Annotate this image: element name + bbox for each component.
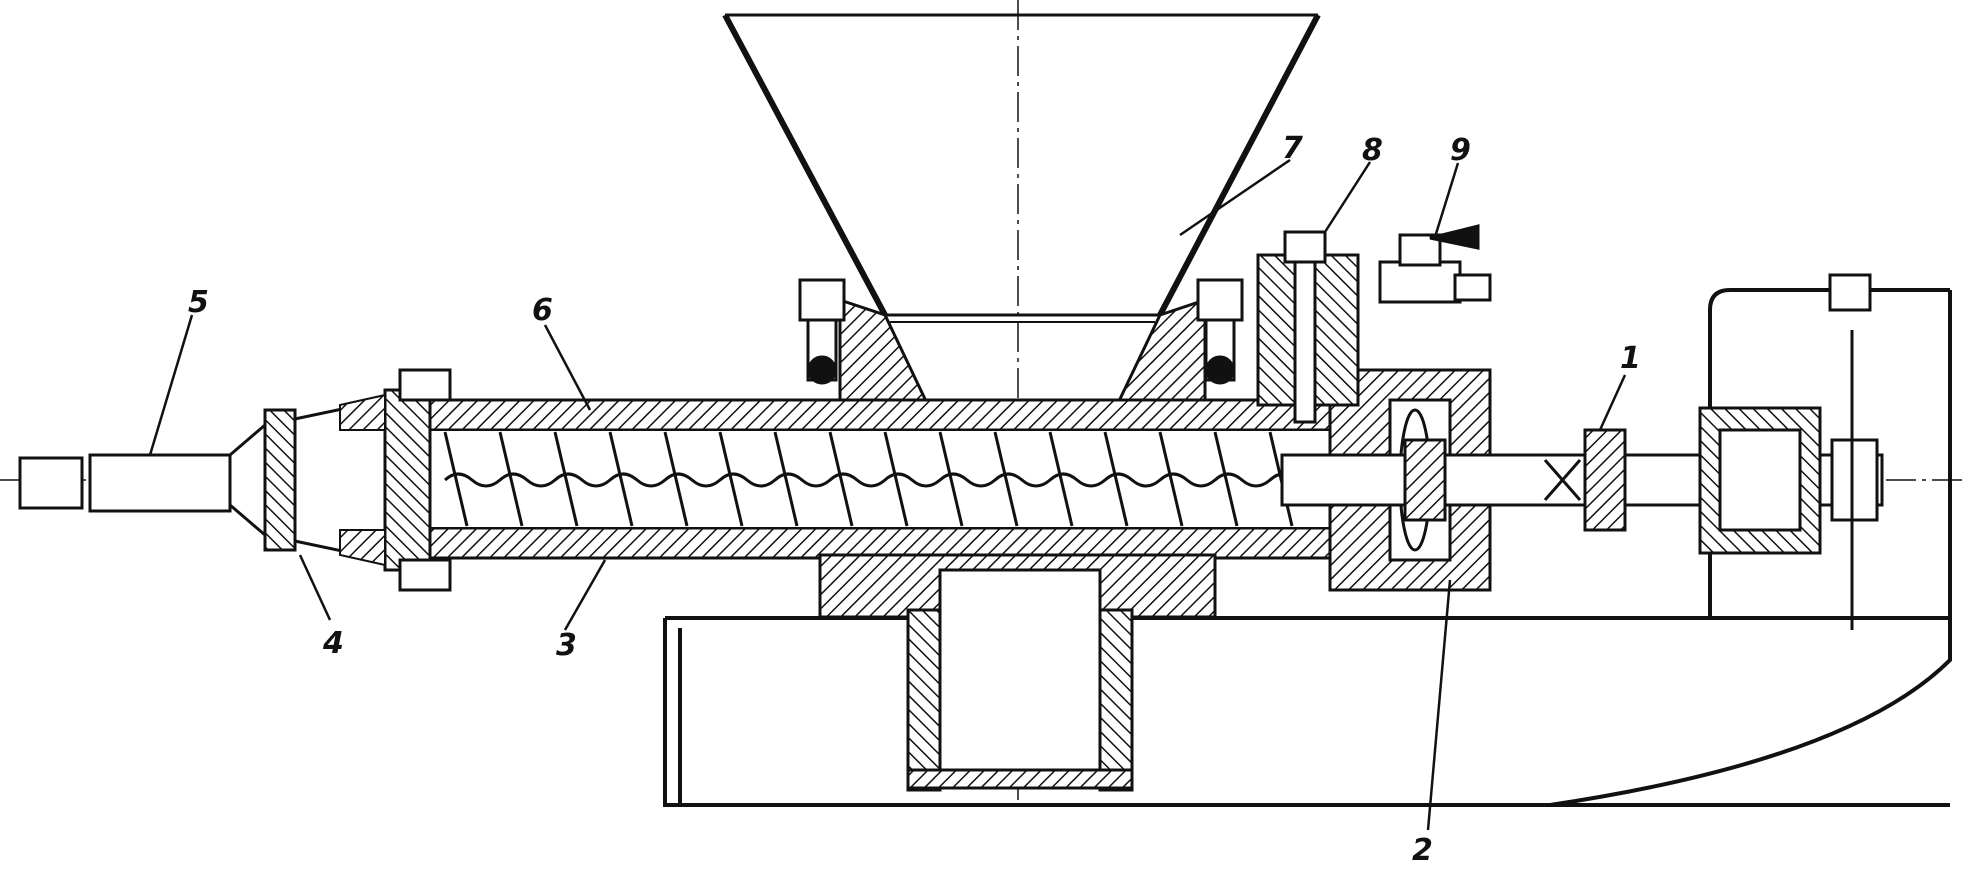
callout-2: 2 bbox=[1412, 833, 1433, 868]
screw-flight bbox=[828, 431, 854, 527]
nozzle-taper bbox=[228, 421, 267, 539]
screw-flight bbox=[443, 431, 469, 527]
callout-5: 5 bbox=[188, 285, 209, 320]
outlet-pipe bbox=[18, 453, 232, 513]
screw-flight bbox=[1213, 431, 1239, 527]
hopper bbox=[722, 13, 1321, 323]
nozzle-nut bbox=[263, 408, 297, 552]
callout-labels: 1 2 3 4 5 6 7 8 9 bbox=[188, 131, 1641, 868]
bearing-housing bbox=[1698, 273, 1950, 630]
callout-1: 1 bbox=[1620, 341, 1641, 376]
screw-flight bbox=[498, 431, 524, 527]
screw-flight bbox=[553, 431, 579, 527]
end-cap-bolt-bottom bbox=[398, 558, 452, 592]
callout-6: 6 bbox=[532, 293, 553, 328]
screw-flight bbox=[1158, 431, 1184, 527]
screw-flight bbox=[938, 431, 964, 527]
callout-9: 9 bbox=[1450, 133, 1471, 168]
leader-lines bbox=[148, 158, 1627, 831]
screw-core bbox=[443, 472, 1326, 488]
end-cap-bolt-top bbox=[398, 368, 452, 402]
die-cone-hatch-bottom bbox=[339, 529, 386, 567]
screw-flight bbox=[608, 431, 634, 527]
die-cone-hatch-top bbox=[339, 393, 386, 431]
screw-flight bbox=[1103, 431, 1129, 527]
support-pedestal bbox=[906, 568, 1134, 792]
screw-flight bbox=[663, 431, 689, 527]
screw-flight bbox=[883, 431, 909, 527]
valve bbox=[1378, 224, 1492, 304]
callout-4: 4 bbox=[322, 626, 344, 661]
screw-flight bbox=[993, 431, 1019, 527]
barrel-end-cap bbox=[383, 388, 432, 572]
hopper-bolt-right bbox=[1196, 278, 1244, 385]
barrel-top-wall bbox=[428, 398, 1332, 432]
screw-flight bbox=[1048, 431, 1074, 527]
callout-7: 7 bbox=[1282, 131, 1303, 166]
callout-8: 8 bbox=[1362, 133, 1383, 168]
screw-flight bbox=[773, 431, 799, 527]
heater-block bbox=[1256, 230, 1360, 424]
screw-flight bbox=[718, 431, 744, 527]
auger-screw bbox=[443, 431, 1326, 527]
callout-3: 3 bbox=[556, 628, 577, 663]
hopper-bolt-left bbox=[798, 278, 846, 385]
